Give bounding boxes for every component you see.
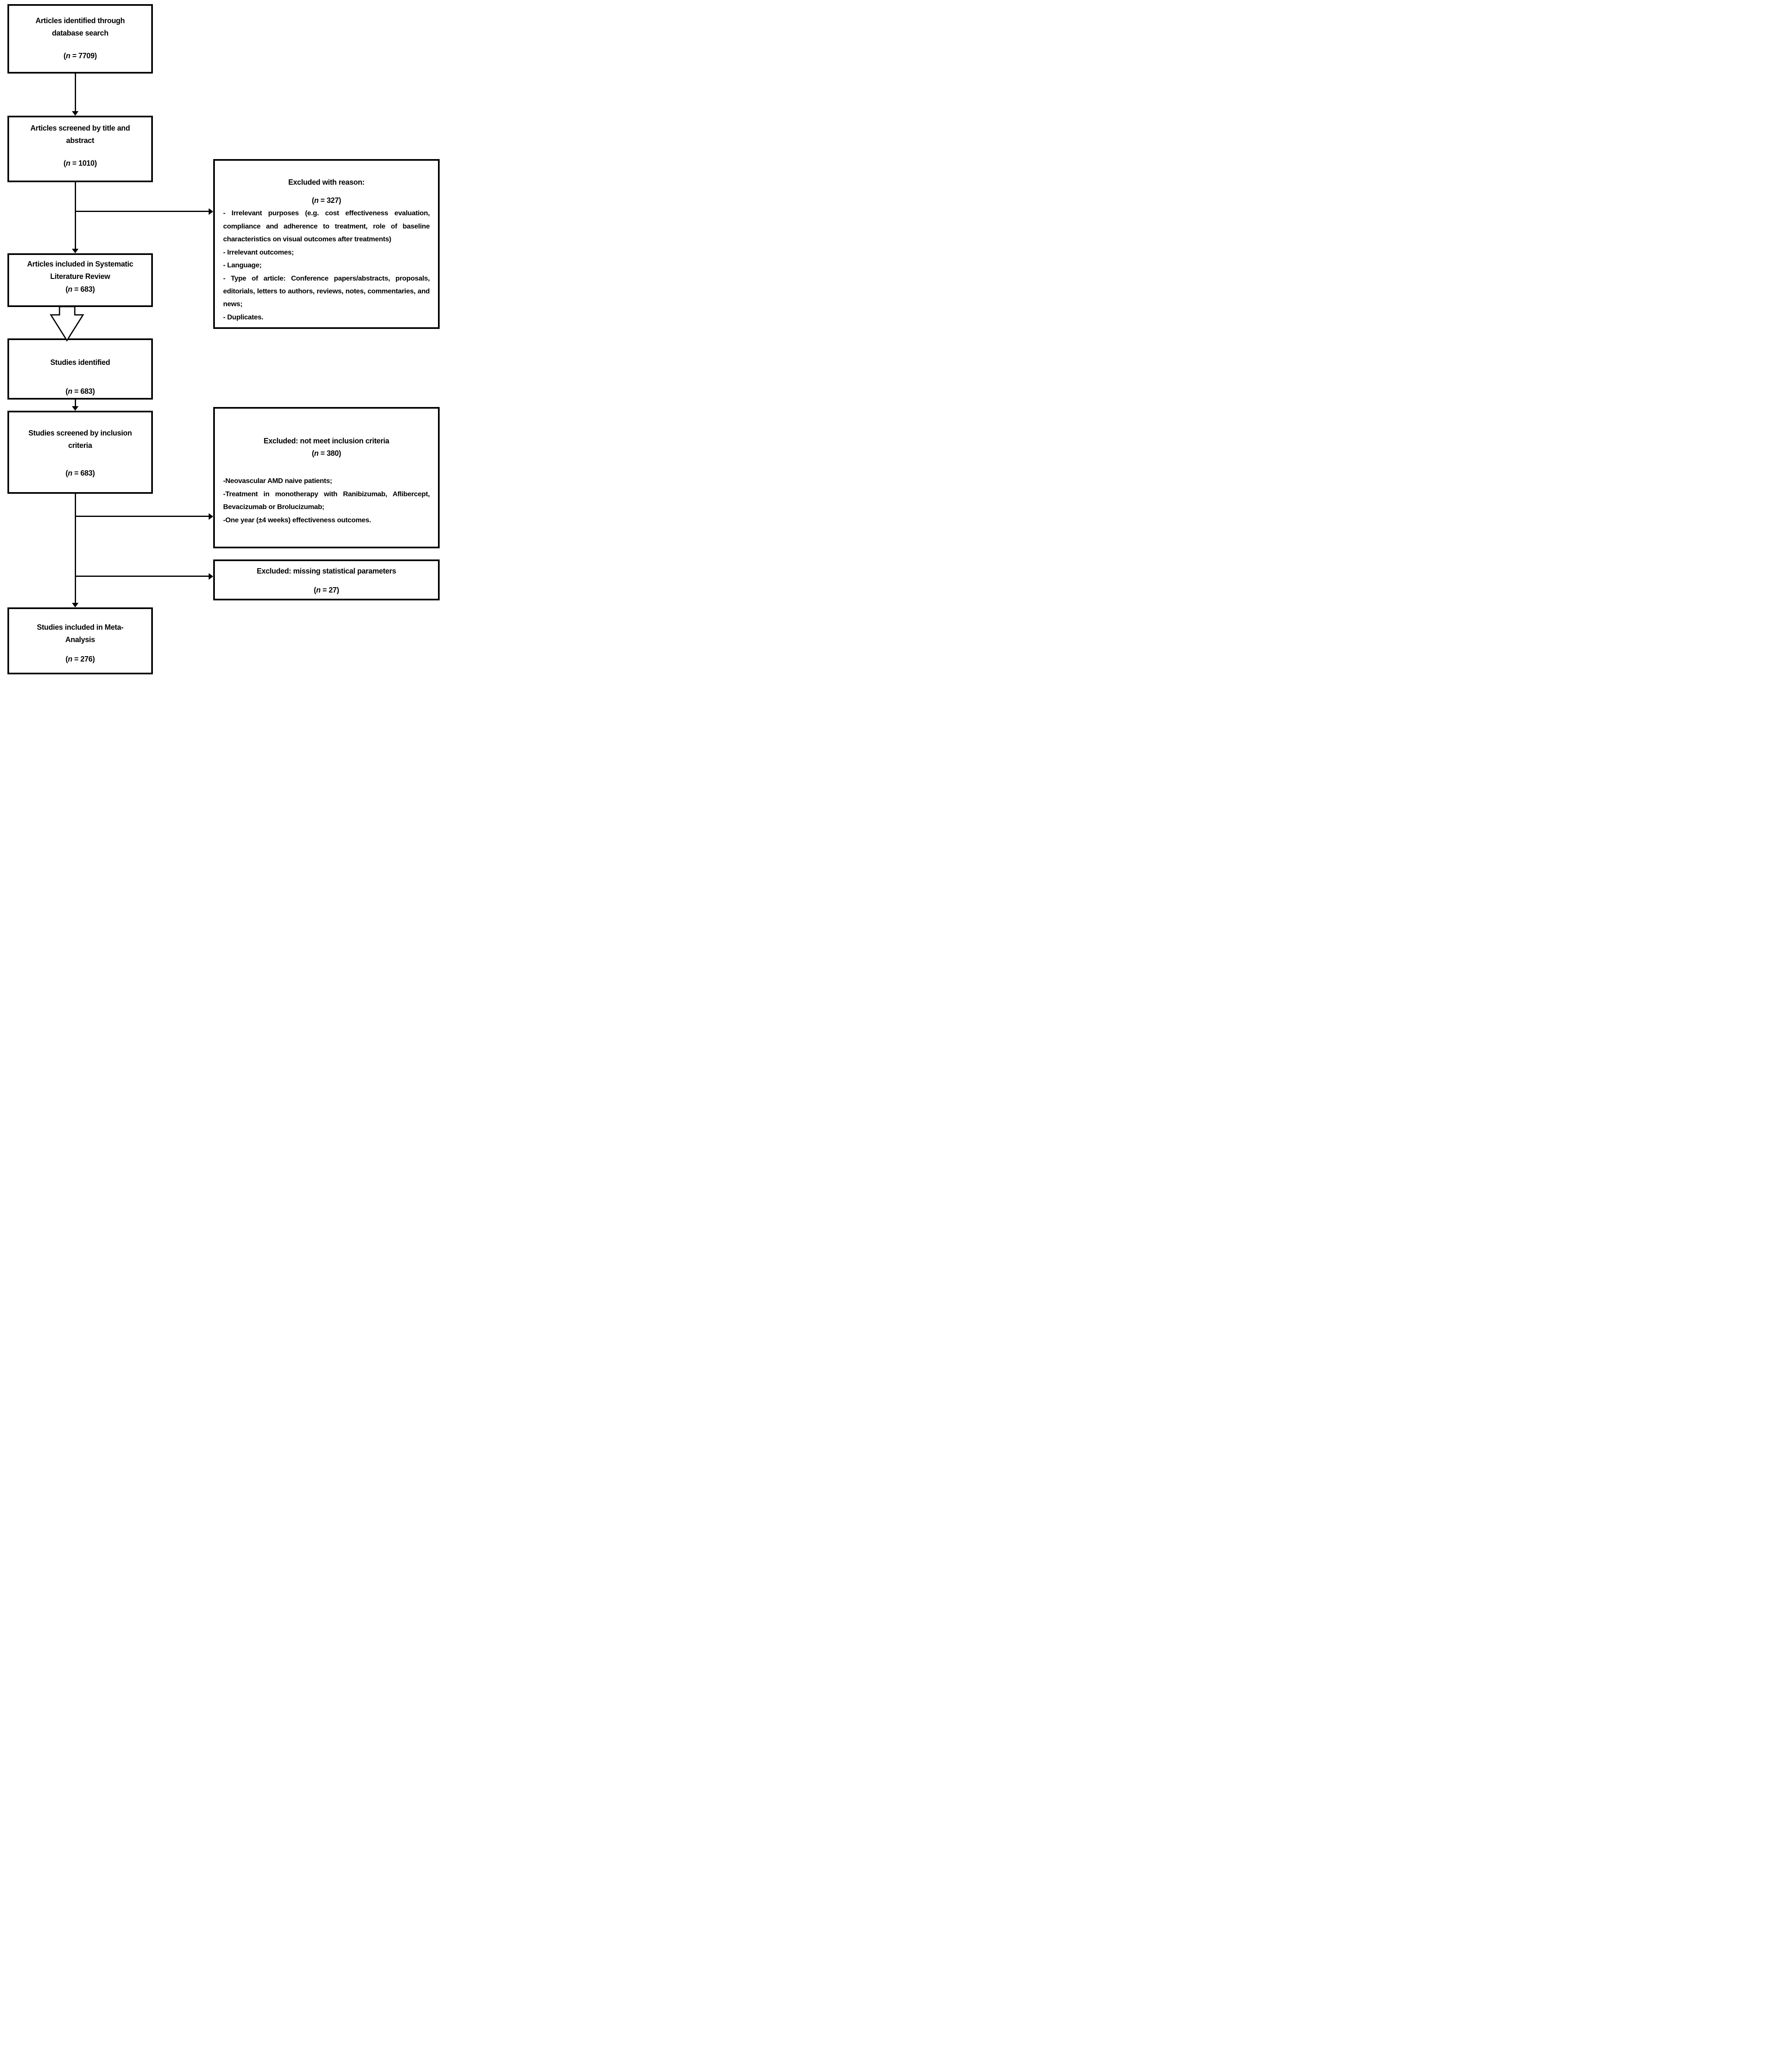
box-title: Articles screened by title and abstract — [9, 122, 151, 147]
box-title-line: Articles screened by title and — [30, 124, 130, 132]
block-arrow-shape — [50, 306, 84, 342]
box-title: Articles included in Systematic Literatu… — [9, 258, 151, 283]
exclusion-count: (n = 27) — [314, 586, 339, 594]
connector-line — [75, 494, 76, 603]
exclusion-criterion: -Treatment in monotherapy with Ranibizum… — [223, 490, 430, 511]
block-arrow-down — [50, 306, 84, 342]
exclusion-reason: - Irrelevant purposes (e.g. cost effecti… — [223, 209, 430, 243]
box-count: (n = 1010) — [63, 159, 97, 168]
arrow-right-icon — [209, 208, 213, 215]
exclusion-criterion: -One year (±4 weeks) effectiveness outco… — [223, 516, 371, 524]
box-title: Studies identified — [9, 357, 151, 369]
exclusion-title: Excluded with reason: — [288, 178, 365, 186]
box-title-line: Studies included in Meta- — [37, 623, 124, 631]
exclusion-reason-list: - Irrelevant purposes (e.g. cost effecti… — [223, 207, 430, 324]
connector-line — [75, 182, 76, 249]
connector-line — [75, 211, 209, 212]
box-title-line: Studies identified — [50, 358, 110, 367]
prisma-flow-diagram: Articles identified through database sea… — [0, 0, 448, 677]
box-title-line: criteria — [68, 441, 92, 450]
exclusion-reason: - Type of article: Conference papers/abs… — [223, 274, 430, 308]
box-title: Studies screened by inclusion criteria — [9, 427, 151, 452]
box-title-line: abstract — [66, 136, 94, 145]
exclusion-count: (n = 327) — [312, 196, 341, 205]
box-title-line: Literature Review — [50, 272, 110, 281]
box-title: Studies included in Meta- Analysis — [9, 621, 151, 646]
flow-box-articles-screened: Articles screened by title and abstract … — [7, 116, 153, 182]
box-title-line: Articles included in Systematic — [27, 260, 133, 268]
connector-line — [75, 74, 76, 112]
exclusion-reason: - Irrelevant outcomes; — [223, 248, 294, 256]
box-title-line: Analysis — [65, 635, 95, 644]
flow-box-studies-identified: Studies identified (n = 683) — [7, 338, 153, 400]
exclusion-criterion: -Neovascular AMD naive patients; — [223, 477, 332, 485]
arrow-down-icon — [72, 249, 79, 253]
connector-line — [75, 516, 209, 517]
arrow-right-icon — [209, 513, 213, 520]
arrow-down-icon — [72, 406, 79, 411]
box-count: (n = 683) — [65, 469, 95, 478]
flow-box-articles-identified: Articles identified through database sea… — [7, 4, 153, 74]
box-count: (n = 683) — [65, 285, 95, 294]
flow-box-slr-included: Articles included in Systematic Literatu… — [7, 253, 153, 307]
exclusion-criteria-list: -Neovascular AMD naive patients; -Treatm… — [223, 474, 430, 526]
exclusion-title: Excluded: not meet inclusion criteria — [264, 437, 389, 445]
arrow-right-icon — [209, 573, 213, 580]
arrow-down-icon — [72, 111, 79, 116]
exclusion-reason: - Duplicates. — [223, 313, 264, 321]
connector-line — [75, 400, 76, 407]
exclusion-box-not-meet-criteria: Excluded: not meet inclusion criteria (n… — [213, 407, 440, 548]
box-count: (n = 276) — [65, 655, 95, 664]
flow-box-meta-analysis-included: Studies included in Meta- Analysis (n = … — [7, 607, 153, 674]
exclusion-reason: - Language; — [223, 261, 262, 269]
exclusion-box-missing-statistics: Excluded: missing statistical parameters… — [213, 559, 440, 600]
box-title: Articles identified through database sea… — [9, 15, 151, 39]
box-title-line: Studies screened by inclusion — [28, 429, 132, 437]
box-title-line: Articles identified through — [36, 17, 125, 25]
exclusion-count: (n = 380) — [312, 449, 341, 457]
flow-box-screened-inclusion-criteria: Studies screened by inclusion criteria (… — [7, 411, 153, 494]
box-title-line: database search — [52, 29, 109, 37]
exclusion-box-excluded-with-reason: Excluded with reason: (n = 327) - Irrele… — [213, 159, 440, 329]
arrow-down-icon — [72, 603, 79, 607]
box-count: (n = 7709) — [63, 52, 97, 60]
connector-line — [75, 576, 209, 577]
box-count: (n = 683) — [65, 387, 95, 395]
exclusion-title: Excluded: missing statistical parameters — [257, 567, 396, 575]
